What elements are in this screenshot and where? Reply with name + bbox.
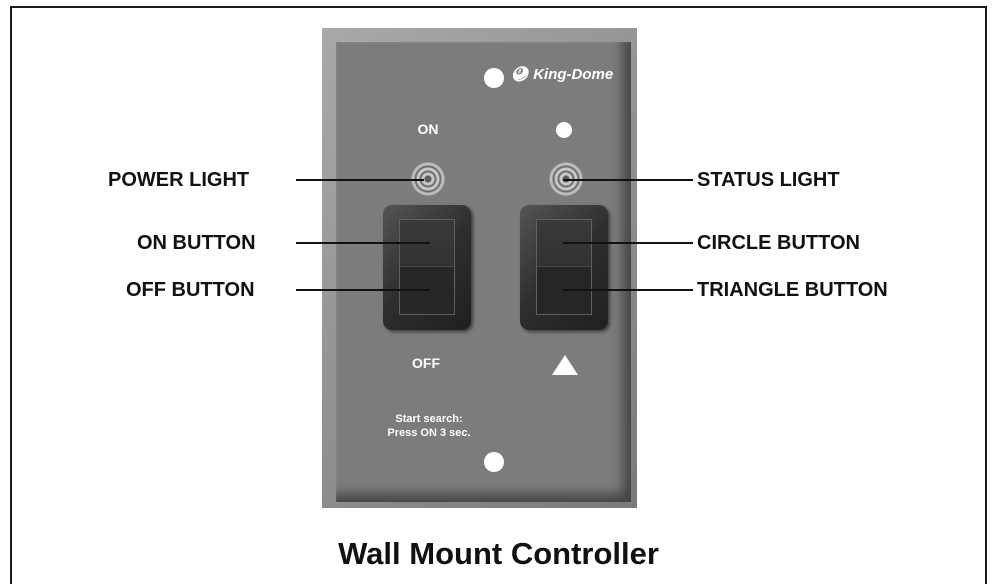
triangle-button-label: TRIANGLE BUTTON <box>697 279 888 301</box>
brand-name: King-Dome <box>533 66 614 83</box>
instruction-line-2: Press ON 3 sec. <box>387 427 471 439</box>
power-light-label: POWER LIGHT <box>108 169 250 191</box>
off-label: OFF <box>412 355 440 371</box>
diagram-title: Wall Mount Controller <box>338 536 659 571</box>
top-screw-icon <box>484 68 504 88</box>
on-label: ON <box>417 121 439 137</box>
power-rocker-face <box>399 219 455 315</box>
off-button-label: OFF BUTTON <box>126 279 255 301</box>
power-rocker-switch <box>383 205 471 330</box>
brand-logo: 🎱︎ King-Dome <box>510 65 613 83</box>
controller-plate: 🎱︎ King-Dome ON OFF Start search: Press … <box>322 28 637 508</box>
diagram-frame <box>10 6 987 584</box>
bottom-screw-icon <box>484 452 504 472</box>
mode-rocker-face <box>536 219 592 315</box>
status-light-label: STATUS LIGHT <box>697 169 840 191</box>
circle-button-label: CIRCLE BUTTON <box>697 232 860 254</box>
on-button-label: ON BUTTON <box>137 232 256 254</box>
king-dome-logo-icon: 🎱︎ <box>510 66 530 83</box>
mode-rocker-switch <box>520 205 608 330</box>
instruction-line-1: Start search: <box>395 413 463 425</box>
triangle-icon <box>552 355 578 375</box>
circle-icon <box>556 122 572 138</box>
